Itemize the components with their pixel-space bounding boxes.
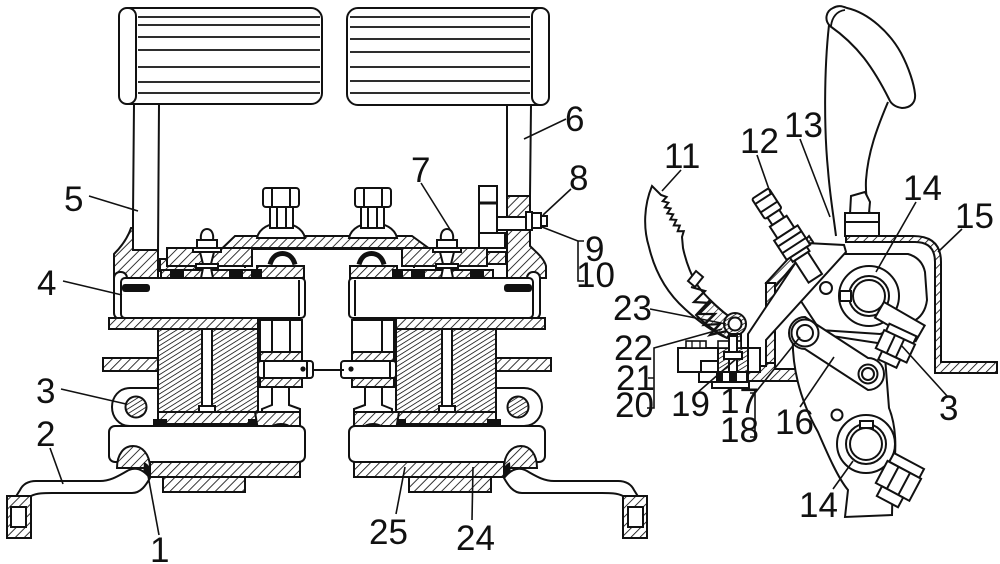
svg-text:22: 22 [614,329,653,368]
svg-text:10: 10 [576,256,615,295]
svg-text:1: 1 [150,531,169,564]
svg-text:23: 23 [613,289,652,328]
svg-text:20: 20 [615,386,654,425]
svg-text:6: 6 [565,100,584,139]
svg-text:18: 18 [720,411,759,450]
svg-text:16: 16 [775,403,814,442]
svg-text:4: 4 [37,264,56,303]
svg-text:12: 12 [740,122,779,161]
svg-text:3: 3 [36,372,55,411]
svg-text:17: 17 [720,382,759,421]
svg-text:19: 19 [671,385,710,424]
svg-text:25: 25 [369,513,408,552]
svg-text:14: 14 [799,486,838,525]
svg-text:14: 14 [903,169,942,208]
svg-text:13: 13 [784,106,823,145]
svg-text:11: 11 [664,137,700,176]
svg-text:9: 9 [585,230,604,269]
svg-text:7: 7 [411,151,430,190]
svg-text:24: 24 [456,519,495,558]
svg-text:5: 5 [64,180,83,219]
svg-text:2: 2 [36,415,55,454]
svg-text:8: 8 [569,159,588,198]
svg-text:3: 3 [939,389,958,428]
